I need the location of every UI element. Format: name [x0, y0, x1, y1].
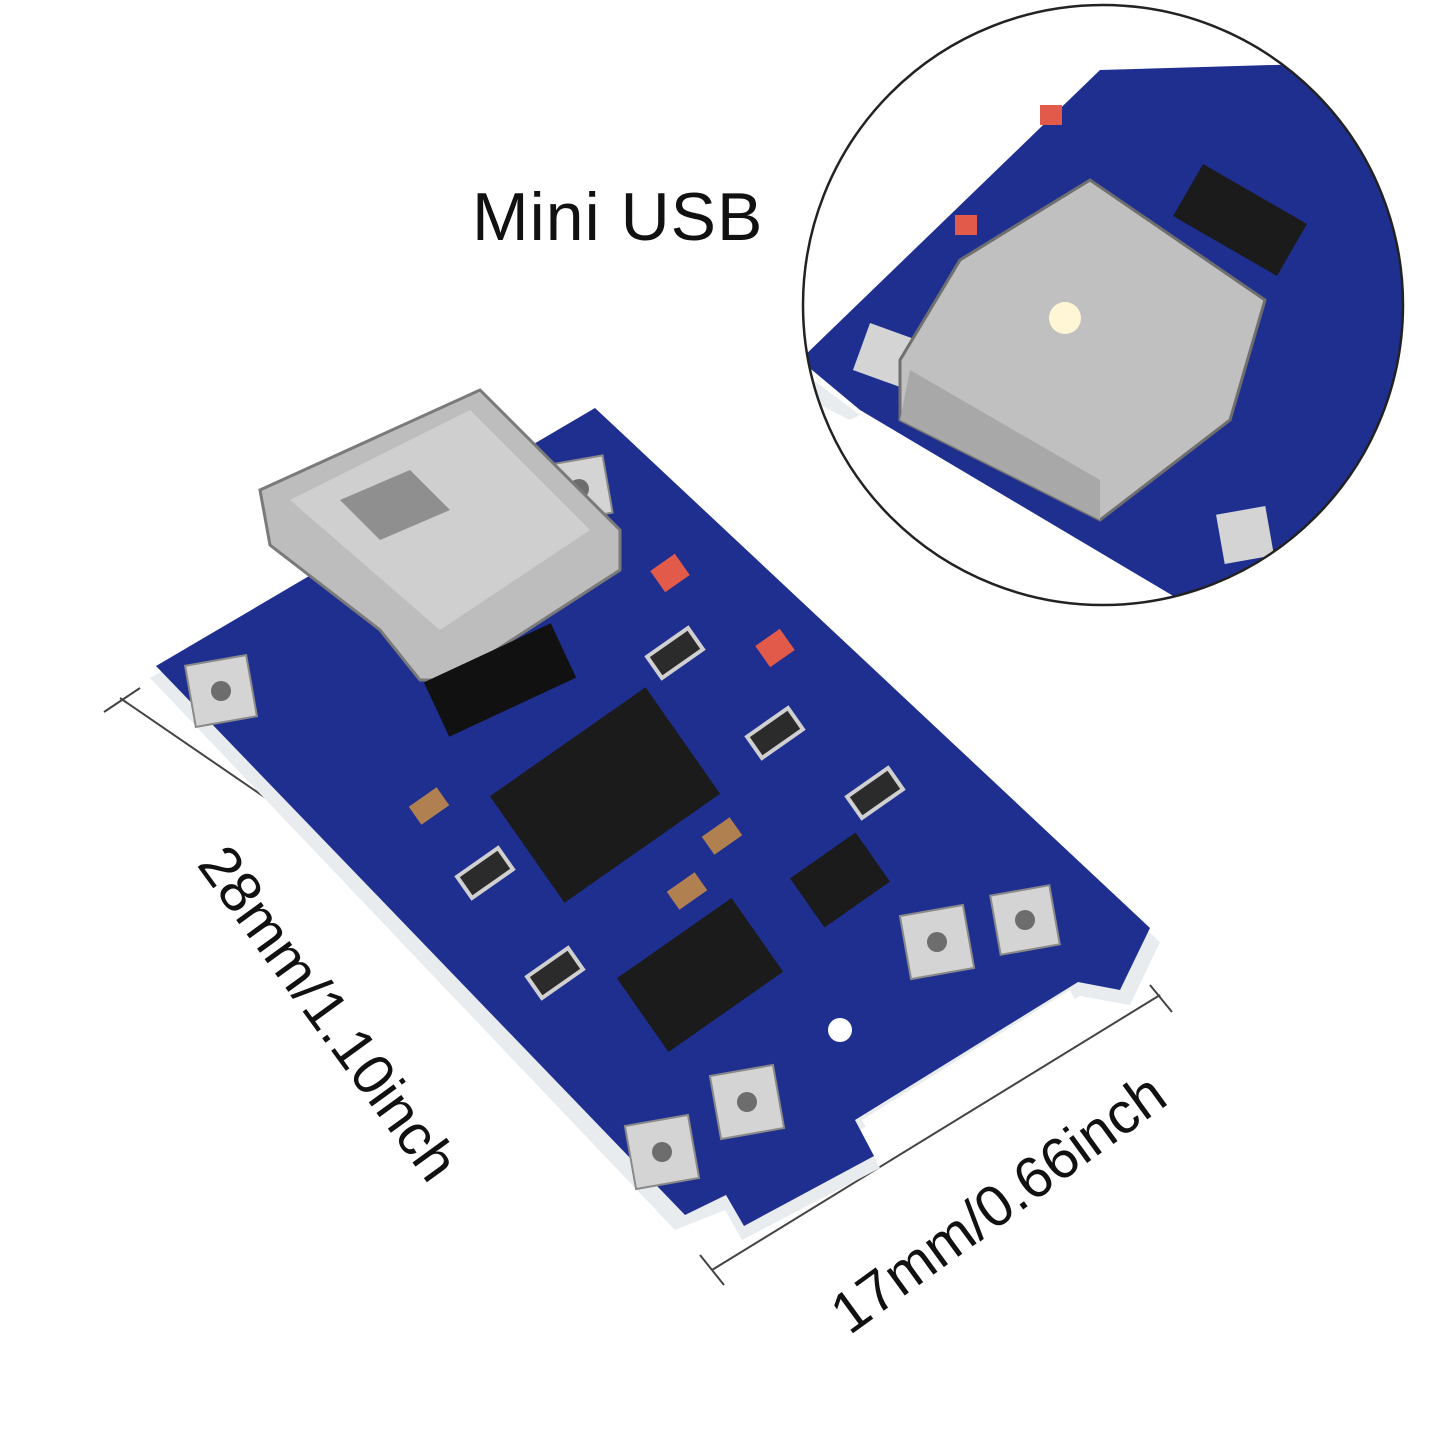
inset-pad-right: [1216, 506, 1274, 564]
cap-c2: [666, 872, 708, 910]
mounting-hole: [828, 1018, 852, 1042]
width-dim-line: [711, 994, 1161, 1271]
pad-holes: [211, 479, 1035, 1162]
inset-pcb-edge: [803, 370, 860, 420]
cap-c3: [408, 787, 450, 825]
usb-cutout: [340, 470, 450, 540]
resistor-r2: [644, 625, 706, 681]
width-dim-tick-right: [1149, 984, 1173, 1013]
pad-hole: [652, 1142, 672, 1162]
inset-led: [955, 215, 977, 235]
usb-top: [290, 410, 590, 630]
length-dim-tick-top: [103, 687, 141, 713]
usb-pins: [423, 623, 577, 737]
pad-hole: [211, 681, 231, 701]
zoom-inset: [801, 3, 1405, 607]
charger-ic: [489, 687, 721, 903]
pad-hole: [1015, 910, 1035, 930]
mosfet: [790, 832, 890, 928]
inset-led: [1040, 105, 1062, 125]
connector-title: Mini USB: [472, 179, 764, 255]
resistor-r5: [744, 705, 806, 761]
resistor-r3: [454, 845, 516, 901]
leds: [650, 553, 795, 668]
inset-chip: [1173, 164, 1307, 276]
pad-hole: [737, 1092, 757, 1112]
pad-hole: [927, 932, 947, 952]
resistor-r1: [844, 765, 906, 821]
cap-c1: [701, 817, 743, 855]
inset-leds: [955, 105, 1062, 235]
edge-slot: [862, 990, 1080, 1135]
smd-components: [454, 625, 906, 1001]
protection-ic: [616, 897, 784, 1053]
pcb-board: [150, 388, 1160, 1240]
mini-usb-connector: [258, 388, 622, 737]
led-charge: [650, 553, 690, 593]
inset-usb-front: [900, 370, 1100, 520]
inset-reflection: [1049, 302, 1081, 334]
inset-border: [801, 3, 1405, 607]
led-standby: [755, 628, 795, 668]
width-dim-tick-left: [699, 1254, 725, 1286]
resistor-r6: [524, 945, 586, 1001]
capacitors: [408, 787, 743, 910]
